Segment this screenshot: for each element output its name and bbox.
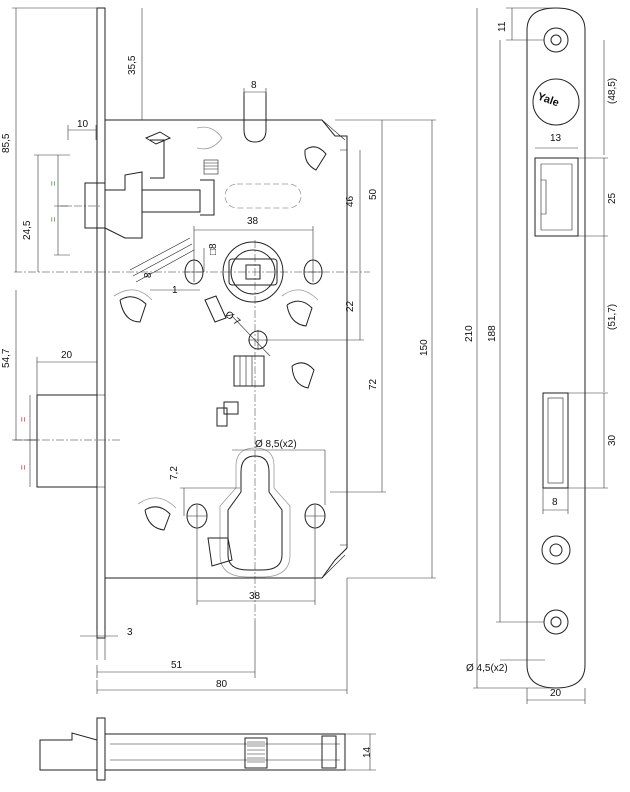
equal-mark-3: = [18, 416, 28, 422]
dim-72-label: 72 [368, 378, 379, 390]
dim-lines-right [473, 7, 608, 704]
dim-48-5-label: (48,5) [607, 77, 618, 104]
dim-85-5-label: 85,5 [1, 133, 12, 153]
dim-50-label: 50 [368, 188, 379, 200]
dim-20-bolt-label: 20 [61, 350, 73, 361]
top-slot [243, 92, 267, 143]
dim-8-top-label: 8 [251, 80, 257, 91]
dim-210-label: 210 [464, 325, 475, 342]
centre-lines [14, 205, 370, 620]
dim-80-label: 80 [216, 679, 228, 690]
dim-8-spindle-label: 8 [143, 272, 154, 278]
dim-54-7-label: 54,7 [1, 348, 12, 368]
center-slot [224, 183, 302, 209]
dim-square-8-label: □8 [208, 243, 219, 255]
dim-14-label: 14 [362, 746, 373, 758]
dim-lines-left [12, 7, 436, 694]
dim-150-label: 150 [419, 339, 430, 356]
dim-38-top-label: 38 [247, 216, 259, 227]
dim-8-strike-label: 8 [552, 497, 558, 508]
equal-mark-4: = [18, 464, 28, 470]
side-view [39, 717, 376, 781]
strike-plate [526, 7, 586, 689]
dim-8-5-label: Ø 8,5(x2) [255, 439, 297, 450]
dim-1-label: 1 [172, 285, 178, 296]
latch-mechanism [84, 139, 215, 239]
deadbolt [36, 394, 105, 488]
dim-22-label: 22 [345, 300, 356, 312]
forend-plate [96, 7, 106, 639]
dim-7-2-label: 7,2 [169, 466, 180, 480]
dim-35-5-label: 35,5 [127, 55, 138, 75]
dim-38-bottom-label: 38 [249, 591, 261, 602]
dim-51-label: 51 [171, 660, 183, 671]
dim-3-label: 3 [127, 627, 133, 638]
dim-25-label: 25 [607, 192, 618, 204]
cylinder-cutout [186, 447, 326, 578]
dim-51-7-label: (51,7) [607, 303, 618, 330]
dim-10-label: 10 [77, 119, 89, 130]
dim-20-plate-label: 20 [550, 688, 562, 699]
dim-188-label: 188 [487, 325, 498, 342]
dim-24-5-label: 24,5 [22, 220, 33, 240]
internal-parts [113, 126, 327, 567]
dim-30-label: 30 [607, 434, 618, 446]
dim-11-label: 11 [497, 21, 508, 32]
equal-mark-2: = [48, 216, 58, 222]
equal-mark-1: = [48, 180, 58, 186]
dim-46-label: 46 [345, 195, 356, 207]
lock-case [105, 119, 348, 579]
dim-4-5-label: Ø 4,5(x2) [466, 663, 508, 674]
dim-13-label: 13 [550, 133, 562, 144]
